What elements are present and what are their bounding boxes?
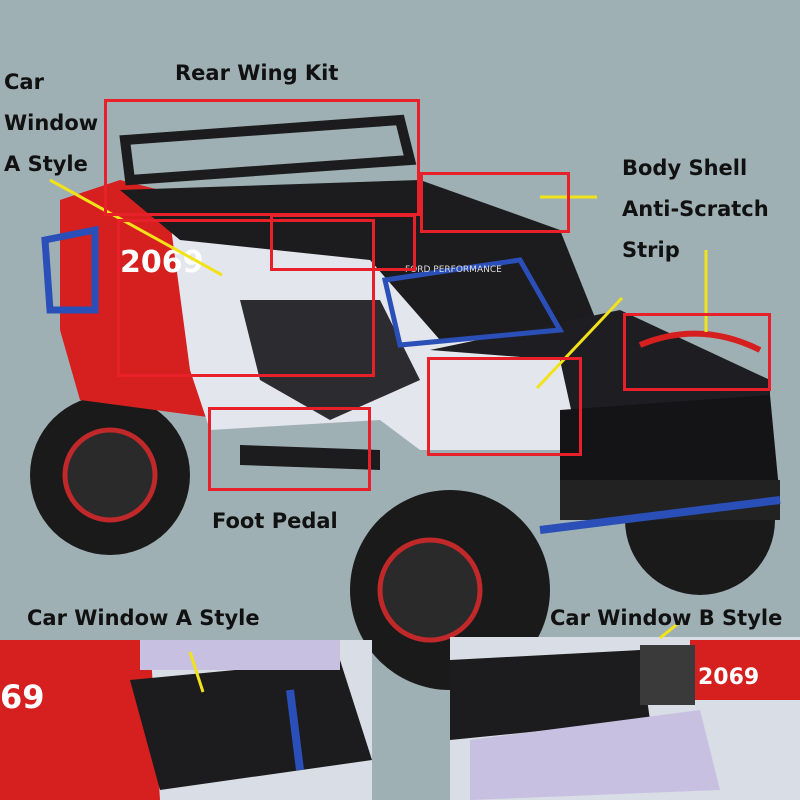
side-step	[240, 445, 380, 470]
brand-decal: FORD PERFORMANCE	[405, 265, 502, 275]
blue-front-bumper	[539, 496, 781, 534]
car-window-a-box	[117, 219, 375, 377]
inset-window-a: 69	[0, 640, 372, 800]
body-shell-hood-box	[623, 313, 771, 391]
foot-pedal-box	[208, 407, 371, 491]
anti-scratch-label: Anti-Scratch	[622, 197, 769, 221]
anti-scratch-strip-box	[420, 172, 570, 233]
strip-label: Strip	[622, 238, 680, 262]
car-window-a-label-line2: Window	[4, 111, 99, 135]
inset-window-b: 2069	[450, 637, 800, 800]
inset-b-title: Car Window B Style	[550, 606, 783, 630]
svg-text:69: 69	[0, 678, 45, 716]
foot-pedal-label: Foot Pedal	[212, 509, 338, 533]
hood-red-stripe	[638, 330, 762, 353]
rear-left-wheel	[30, 395, 190, 555]
car-window-a-label-line1: Car	[4, 70, 44, 94]
roof-rack	[119, 114, 417, 186]
svg-text:2069: 2069	[698, 665, 759, 690]
body-shell-fender-box	[427, 357, 582, 456]
inset-a-title: Car Window A Style	[27, 606, 260, 630]
car-window-a-label-line3: A Style	[4, 152, 88, 176]
rear-wing-kit-box	[104, 99, 420, 216]
body-shell-label: Body Shell	[622, 156, 748, 180]
car-number-decal: 2069	[120, 245, 204, 280]
body-side-graphic	[240, 300, 420, 420]
pointer-lines	[49, 178, 708, 693]
window-upper-box	[270, 214, 416, 271]
window-cage	[381, 257, 565, 348]
rear-wing-kit-label: Rear Wing Kit	[175, 61, 339, 85]
blue-rear-bumper	[41, 225, 99, 314]
